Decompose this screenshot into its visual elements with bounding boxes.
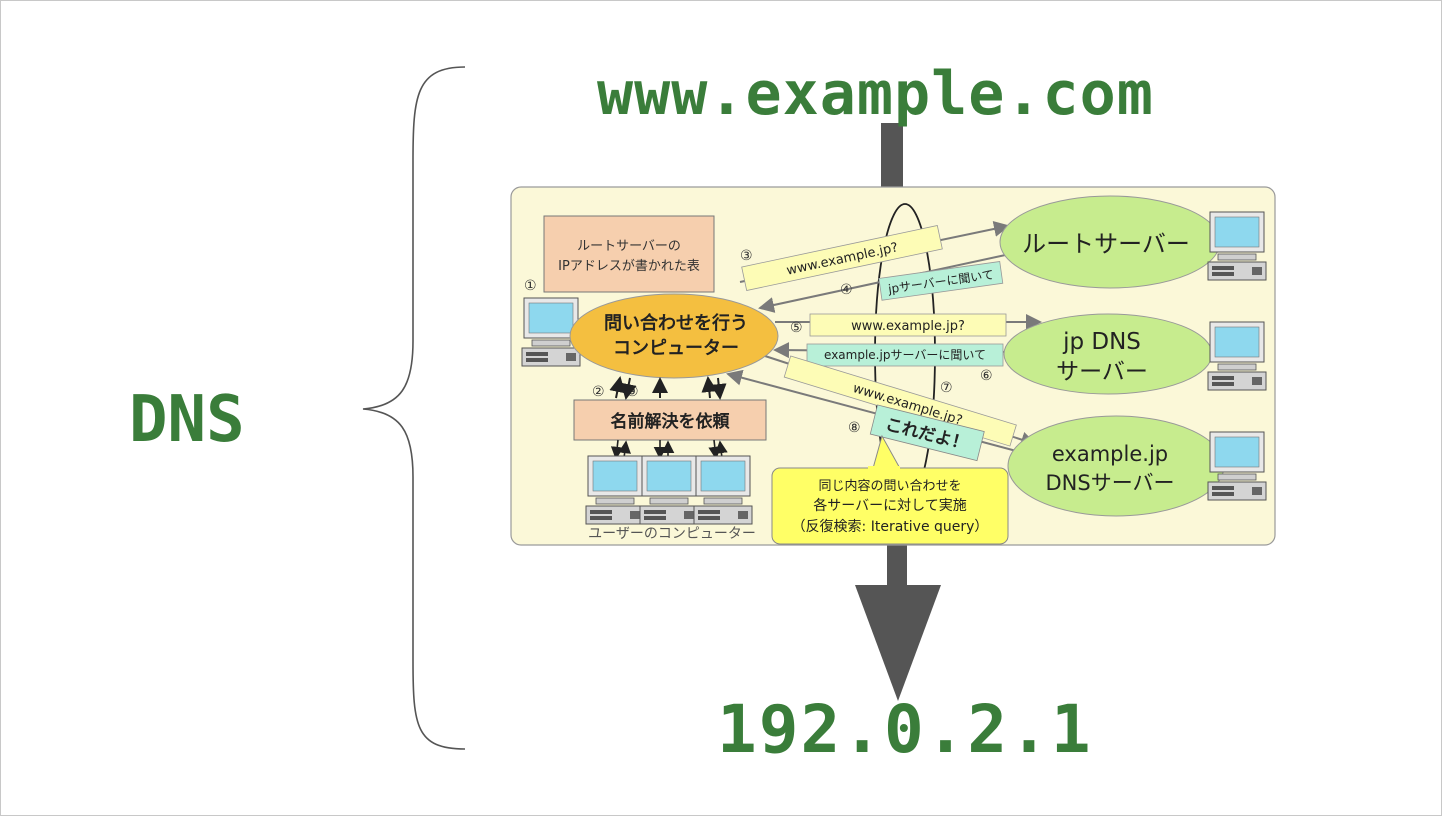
jp-server-line-2: サーバー [1056, 359, 1148, 385]
example-server-computer-icon [1207, 431, 1267, 501]
dns-label: DNS [129, 383, 245, 457]
curly-brace [362, 66, 466, 750]
down-arrow-top-shaft [881, 123, 903, 187]
step-1: ① [524, 278, 537, 294]
querier-line-2: コンピューター [613, 338, 739, 359]
note-line-2: 各サーバーに対して実施 [813, 498, 966, 514]
dns-diagram: ルートサーバーの IPアドレスが書かれた表 www.example.jp? jp… [510, 186, 1276, 546]
users-caption: ユーザーのコンピューター [588, 526, 756, 542]
step-3: ③ [740, 248, 753, 264]
step-8: ⑧ [848, 420, 861, 436]
root-table-box [543, 215, 715, 293]
query-label-3 [741, 224, 943, 292]
domain-name-text: www.example.com [597, 59, 1154, 129]
step-2: ② [592, 384, 605, 400]
request-box-text: 名前解決を依頼 [611, 411, 731, 432]
user-computer-icon-3 [693, 455, 753, 525]
user-computer-icon-1 [585, 455, 645, 525]
example-server-ellipse [1007, 415, 1225, 517]
example-server-line-1: example.jp [1052, 442, 1168, 466]
root-server-computer-icon [1207, 211, 1267, 281]
step-5: ⑤ [790, 320, 803, 336]
arrow-down-1 [620, 377, 637, 400]
root-server-label: ルートサーバー [1022, 230, 1190, 258]
arrow-up-3 [701, 376, 718, 399]
reply-label-6-text: example.jpサーバーに聞いて [824, 348, 986, 362]
query-label-5-text: www.example.jp? [851, 319, 965, 334]
note-line-1: 同じ内容の問い合わせを [818, 478, 961, 494]
reply-label-6 [806, 343, 1004, 367]
reply-label-4 [878, 261, 1004, 301]
down-arrow-bottom-shaft [887, 545, 907, 585]
querier-line-1: 問い合わせを行う [604, 312, 748, 334]
request-box [573, 399, 767, 441]
step-6: ⑥ [980, 368, 993, 384]
query-label-5 [809, 313, 1007, 337]
jp-server-line-1: jp DNS [1062, 329, 1141, 355]
root-table-line-1: ルートサーバーの [577, 239, 681, 254]
user-computer-icon-2 [639, 455, 699, 525]
step-4: ④ [840, 282, 853, 298]
jp-server-computer-icon [1207, 321, 1267, 391]
arrow-down-3 [710, 377, 727, 400]
down-arrow-head [855, 585, 941, 701]
example-server-line-2: DNSサーバー [1046, 471, 1175, 495]
note-line-3: （反復検索: Iterative query） [792, 518, 989, 535]
arrow-up-1 [609, 376, 626, 399]
ip-address-text: 192.0.2.1 [717, 691, 1093, 768]
querier-ellipse [569, 293, 779, 379]
answer-label-8 [869, 404, 985, 462]
root-table-line-2: IPアドレスが書かれた表 [558, 259, 700, 274]
step-7: ⑦ [940, 380, 953, 396]
